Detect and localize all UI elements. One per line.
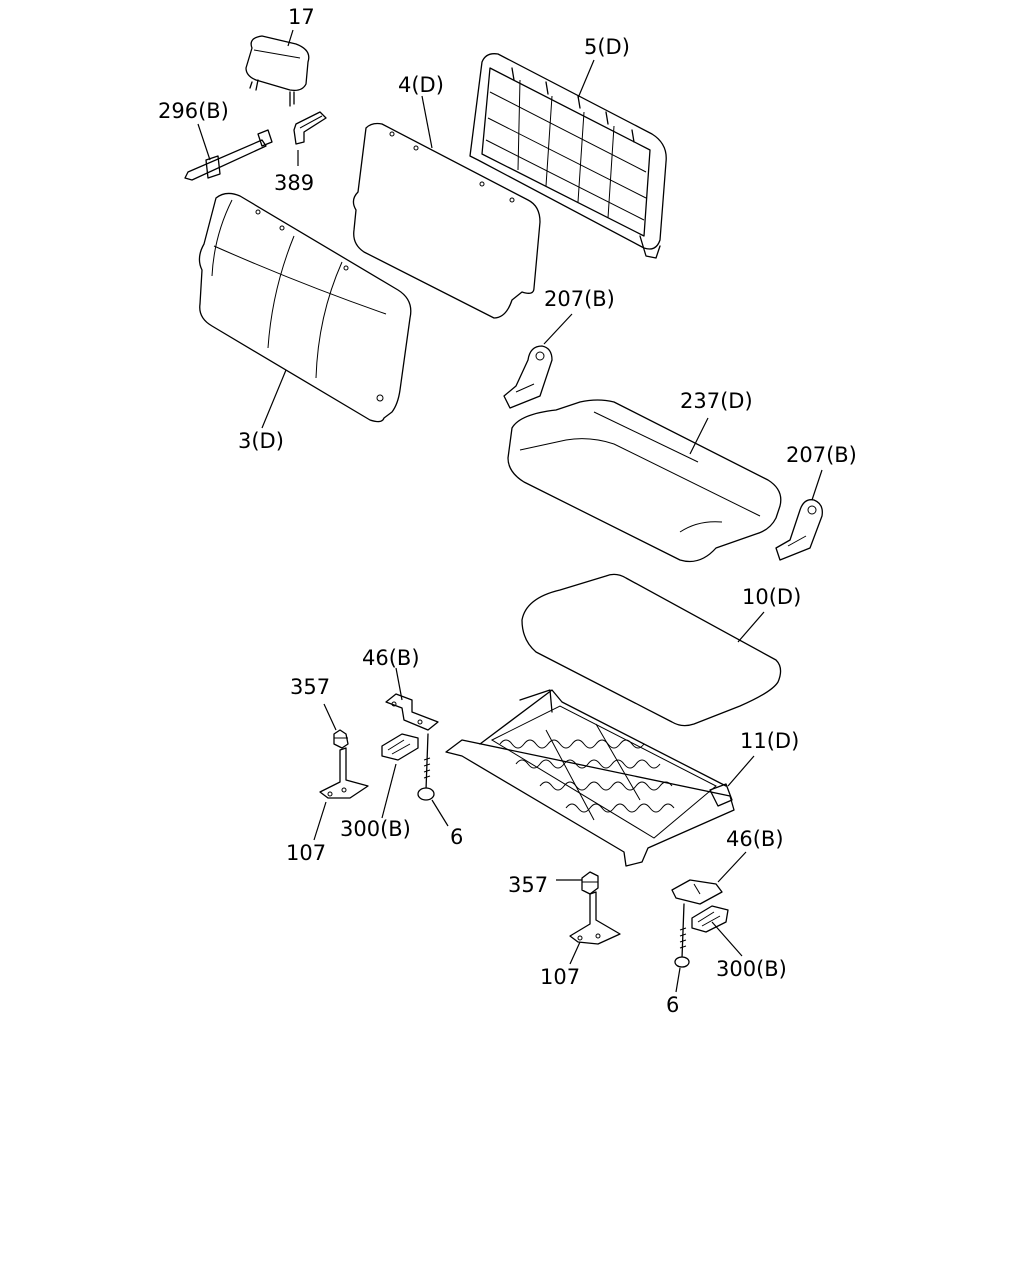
- part-5-backrest-frame: [469, 53, 667, 259]
- part-107-bracket-left: [313, 747, 369, 841]
- part-46-bracket-left: [385, 667, 439, 731]
- part-207-bracket-left: [503, 313, 573, 409]
- part-389-clip: [293, 111, 327, 166]
- part-296-strap: [184, 123, 273, 181]
- part-6-bolt-left: [417, 733, 449, 827]
- label-296b: 296(B): [158, 99, 229, 123]
- label-107-left: 107: [286, 841, 326, 865]
- label-17: 17: [288, 5, 315, 29]
- label-300b-right: 300(B): [716, 957, 787, 981]
- part-46-bracket-right: [671, 851, 747, 905]
- label-357-right: 357: [508, 873, 548, 897]
- label-5d: 5(D): [584, 35, 630, 59]
- label-46b-right: 46(B): [726, 827, 784, 851]
- label-300b-left: 300(B): [340, 817, 411, 841]
- label-6-left: 6: [450, 825, 463, 849]
- part-357-nut-right: [556, 871, 599, 895]
- part-17-headrest: [245, 29, 310, 107]
- label-207b-left: 207(B): [544, 287, 615, 311]
- part-4-backrest-pad: [352, 95, 541, 319]
- part-357-nut-left: [323, 703, 349, 749]
- part-6-bolt-right: [674, 903, 690, 993]
- label-6-right: 6: [666, 993, 679, 1017]
- label-3d: 3(D): [238, 429, 284, 453]
- part-107-bracket-right: [569, 891, 621, 965]
- part-11-seat-frame: [445, 689, 755, 867]
- label-107-right: 107: [540, 965, 580, 989]
- part-300-hinge-right: [691, 905, 743, 957]
- part-207-bracket-right: [775, 469, 823, 561]
- label-46b-left: 46(B): [362, 646, 420, 670]
- part-10-seat-pad: [521, 573, 782, 727]
- label-389: 389: [274, 171, 314, 195]
- label-207b-right: 207(B): [786, 443, 857, 467]
- label-357-left: 357: [290, 675, 330, 699]
- part-300-hinge-left: [381, 733, 419, 819]
- label-10d: 10(D): [742, 585, 801, 609]
- label-11d: 11(D): [740, 729, 799, 753]
- part-3-backrest-cover: [198, 192, 412, 429]
- label-4d: 4(D): [398, 73, 444, 97]
- part-237-seat-cover: [507, 399, 782, 563]
- label-237d: 237(D): [680, 389, 753, 413]
